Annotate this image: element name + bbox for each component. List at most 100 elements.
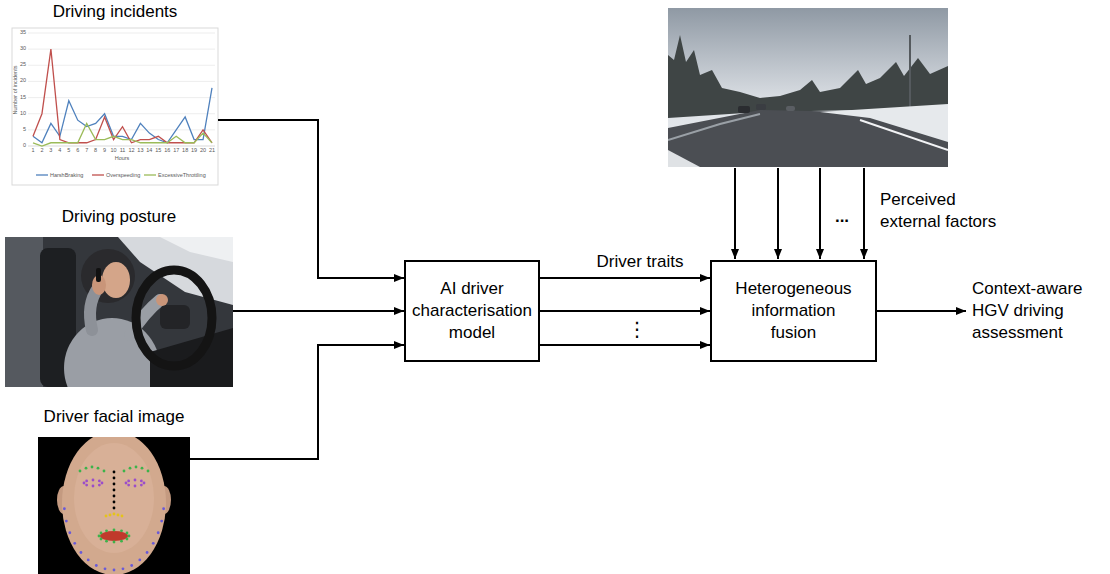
- landmark-dot: [130, 564, 133, 567]
- illustration-part: [96, 268, 101, 282]
- facial-landmark-image: [38, 437, 190, 574]
- landmark-dot: [160, 520, 163, 523]
- axis-tick-label: 10: [20, 111, 26, 117]
- axis-tick-label: 17: [173, 148, 179, 154]
- illustration-part: [62, 437, 166, 574]
- landmark-dot: [122, 567, 125, 570]
- legend-item: ExcessiveThrottling: [144, 172, 206, 178]
- axis-title: Hours: [115, 156, 130, 162]
- axis-tick-label: 19: [191, 148, 197, 154]
- axis-tick-label: 9: [103, 148, 106, 154]
- axis-tick-label: 3: [49, 148, 52, 154]
- landmark-dot: [85, 484, 88, 487]
- chart-series-line: [33, 49, 212, 143]
- landmark-dot: [135, 466, 138, 469]
- illustration-part: [777, 168, 779, 259]
- axis-tick-label: 6: [76, 148, 79, 154]
- axis-tick-label: 2: [40, 148, 43, 154]
- landmark-dot: [100, 532, 103, 535]
- lips: [100, 531, 128, 541]
- process-box: Heterogeneous information fusion: [710, 260, 877, 362]
- landmark-dot: [140, 479, 143, 482]
- landmark-dot: [79, 470, 82, 473]
- illustration-part: [102, 262, 130, 298]
- illustration-part: [160, 305, 190, 329]
- legend-line: [92, 174, 104, 175]
- illustration-part: [863, 168, 865, 259]
- panel-heading: Driving posture: [5, 205, 233, 229]
- landmark-dot: [73, 542, 76, 545]
- annotation-text: Context-aware HGV driving assessment: [972, 278, 1092, 344]
- flow-arrow: [233, 310, 404, 312]
- landmark-dot: [113, 471, 116, 474]
- annotation-text: ⋮: [627, 316, 647, 342]
- illustration-part: [734, 168, 736, 259]
- landmark-dot: [140, 484, 143, 487]
- landmark-dot: [87, 559, 90, 562]
- landmark-dot: [98, 479, 101, 482]
- axis-tick-label: 12: [128, 148, 134, 154]
- landmark-dot: [147, 470, 150, 473]
- legend-line: [36, 174, 48, 175]
- annotation-text: Perceived external factors: [880, 189, 1010, 233]
- illustration-part: [668, 114, 760, 140]
- legend-item: HarshBraking: [36, 172, 83, 178]
- external-factor-arrows: [735, 168, 864, 259]
- axis-tick-label: 20: [20, 79, 26, 85]
- axis-tick-label: 16: [164, 148, 170, 154]
- flow-arrow: [540, 310, 710, 312]
- chart-gridline: [28, 81, 215, 82]
- chart-gridline: [28, 32, 215, 33]
- illustration-part: [668, 35, 948, 118]
- landmark-dot: [141, 467, 144, 470]
- illustration-part: [738, 106, 750, 113]
- landmark-dot: [103, 470, 106, 473]
- legend-text: Overspeeding: [106, 172, 140, 178]
- landmark-dot: [143, 482, 146, 485]
- panel-heading: Driver facial image: [38, 405, 190, 429]
- landmark-dot: [113, 507, 116, 510]
- illustration-part: [156, 294, 168, 306]
- landmark-dot: [113, 495, 116, 498]
- illustration-part: [136, 270, 212, 366]
- landmark-dot: [105, 529, 108, 532]
- landmark-dot: [95, 564, 98, 567]
- photo-panel: Driver facial image: [38, 405, 190, 574]
- landmark-dot: [113, 529, 116, 532]
- legend-line: [144, 174, 156, 175]
- flow-arrow: [540, 344, 710, 346]
- flow-arrow: [190, 345, 404, 459]
- landmark-dot: [157, 531, 160, 534]
- landmark-dot: [85, 479, 88, 482]
- landmark-dot: [65, 520, 68, 523]
- landmark-dot: [101, 482, 104, 485]
- axis-tick-label: 20: [200, 148, 206, 154]
- landmark-dot: [63, 507, 66, 510]
- flow-arrow: [540, 277, 710, 279]
- landmark-dot: [104, 567, 107, 570]
- landmark-dots: [63, 466, 165, 572]
- illustration-part: [820, 104, 948, 142]
- landmark-dot: [100, 538, 103, 541]
- illustration-part: [786, 106, 795, 111]
- landmark-dot: [126, 532, 129, 535]
- axis-tick-label: 7: [85, 148, 88, 154]
- legend-text: HarshBraking: [50, 172, 83, 178]
- legend-swatch: [144, 172, 156, 178]
- legend-item: Overspeeding: [92, 172, 140, 178]
- axis-tick-label: 4: [58, 148, 61, 154]
- axis-title: Number of incidents: [13, 66, 19, 115]
- illustration-part: [668, 150, 700, 167]
- landmark-dot: [113, 483, 116, 486]
- illustration-part: [668, 8, 948, 167]
- annotation-text: ...: [835, 206, 849, 228]
- landmark-dot: [113, 513, 116, 516]
- legend-swatch: [92, 172, 104, 178]
- axis-tick-label: 35: [20, 30, 26, 36]
- illustration-part: [819, 168, 821, 259]
- edge-label: Driver traits: [595, 252, 686, 272]
- landmark-dot: [128, 535, 131, 538]
- legend-swatch: [36, 172, 48, 178]
- landmark-dot: [68, 531, 71, 534]
